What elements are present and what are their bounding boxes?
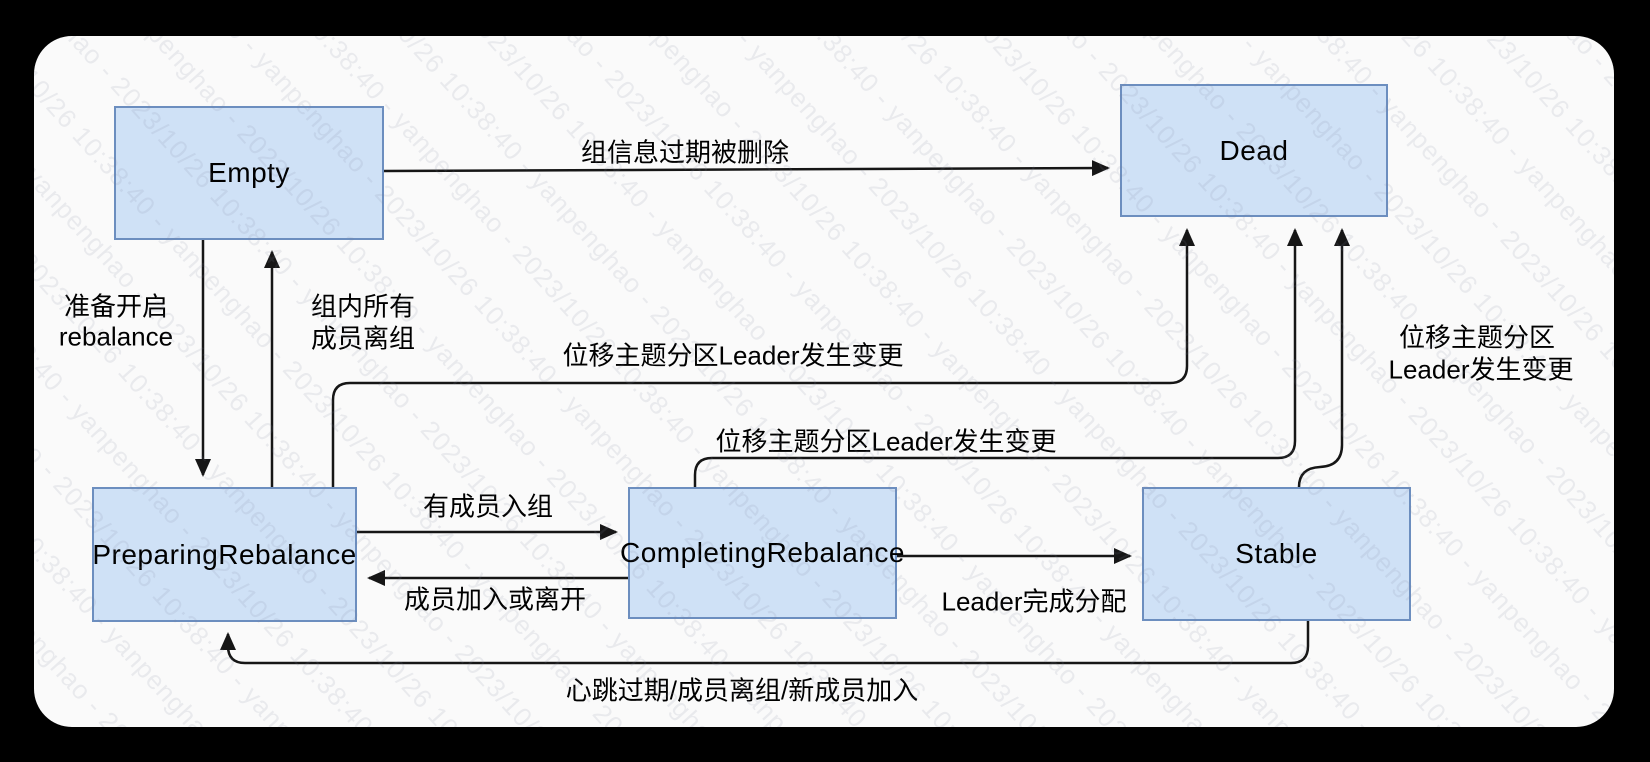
- edge-PreparingRebalance-Dead: [331, 228, 1195, 487]
- state-node-preparing-rebalance: PreparingRebalance: [92, 487, 357, 622]
- edge-label: 成员加入或离开: [403, 584, 587, 615]
- edge-label: 组信息过期被删除: [580, 137, 790, 168]
- edge-label: 位移主题分区Leader发生变更: [715, 426, 1057, 457]
- state-node-label: CompletingRebalance: [620, 537, 906, 568]
- edge-label: rebalance: [58, 321, 174, 352]
- edge-label: 成员离组: [310, 323, 416, 354]
- state-node-dead: Dead: [1120, 84, 1388, 217]
- edge-Stable-Dead: [1297, 228, 1350, 488]
- state-node-stable: Stable: [1142, 487, 1411, 621]
- state-node-label: PreparingRebalance: [92, 538, 357, 570]
- edge-label: 准备开启: [63, 291, 169, 322]
- edge-label: 位移主题分区Leader发生变更: [562, 340, 904, 371]
- state-node-label: Stable: [1235, 538, 1318, 569]
- edges-layer: [195, 160, 1350, 665]
- state-node-label: Empty: [208, 157, 290, 188]
- state-node-completing-rebalance: CompletingRebalance: [620, 487, 905, 619]
- state-node-empty: Empty: [114, 106, 384, 240]
- edge-label: Leader发生变更: [1388, 354, 1574, 385]
- edge-label: 心跳过期/成员离组/新成员加入: [565, 675, 919, 706]
- edge-label: 组内所有: [310, 291, 416, 322]
- state-node-label: Dead: [1219, 134, 1289, 166]
- edge-CompletingRebalance-Dead: [693, 228, 1303, 487]
- edge-label: 有成员入组: [422, 491, 554, 522]
- edge-Empty-Dead: [383, 160, 1110, 177]
- edge-Stable-PreparingRebalance: [220, 621, 1310, 665]
- edge-label: 位移主题分区: [1398, 322, 1556, 353]
- edge-label: Leader完成分配: [941, 586, 1127, 617]
